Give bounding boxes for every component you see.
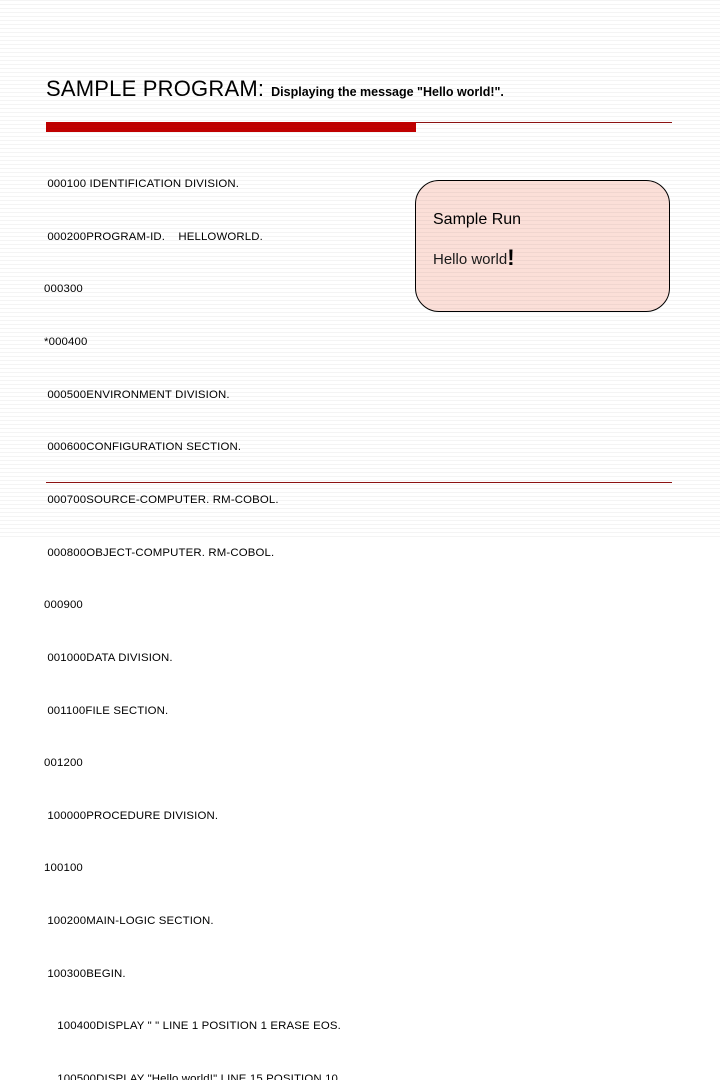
code-line: *000400 (44, 336, 88, 349)
sample-run-heading: Sample Run (433, 211, 522, 228)
code-line: 000600CONFIGURATION SECTION. (44, 441, 242, 454)
code-line: 000100 IDENTIFICATION DIVISION. (44, 178, 240, 191)
code-line: 000300 (44, 283, 83, 296)
code-line: 100400DISPLAY " " LINE 1 POSITION 1 ERAS… (44, 1020, 341, 1033)
code-line: 000200PROGRAM-ID. HELLOWORLD. (44, 230, 263, 243)
code-line: 000900 (44, 599, 83, 612)
slide-title-row: SAMPLE PROGRAM: Displaying the message "… (46, 78, 686, 100)
code-line: 100200MAIN-LOGIC SECTION. (44, 915, 214, 928)
sample-run-output-exclamation: ! (507, 245, 515, 270)
code-line: 100100 (44, 862, 83, 875)
code-line: 100000PROCEDURE DIVISION. (44, 809, 219, 822)
code-line: 000800OBJECT-COMPUTER. RM-COBOL. (44, 546, 275, 559)
page-subtitle: Displaying the message "Hello world!". (271, 85, 504, 99)
sample-run-callout: Sample Run Hello world! (415, 180, 670, 312)
code-line: 000700SOURCE-COMPUTER. RM-COBOL. (44, 493, 279, 506)
page-title: SAMPLE PROGRAM: (46, 76, 265, 101)
code-line: 001000DATA DIVISION. (44, 651, 173, 664)
sample-run-output-text: Hello world (433, 251, 508, 268)
title-underline-accent-bar (46, 122, 416, 132)
code-line: 100500DISPLAY "Hello world!" LINE 15 POS… (44, 1072, 342, 1080)
sample-run-output: Hello world! (433, 247, 515, 269)
code-line: 100300BEGIN. (44, 967, 126, 980)
code-listing: 000100 IDENTIFICATION DIVISION. 000200PR… (44, 141, 474, 1080)
code-line: 001200 (44, 757, 83, 770)
code-line: 001100FILE SECTION. (44, 704, 169, 717)
footer-rule (46, 482, 672, 483)
code-line: 000500ENVIRONMENT DIVISION. (44, 388, 230, 401)
